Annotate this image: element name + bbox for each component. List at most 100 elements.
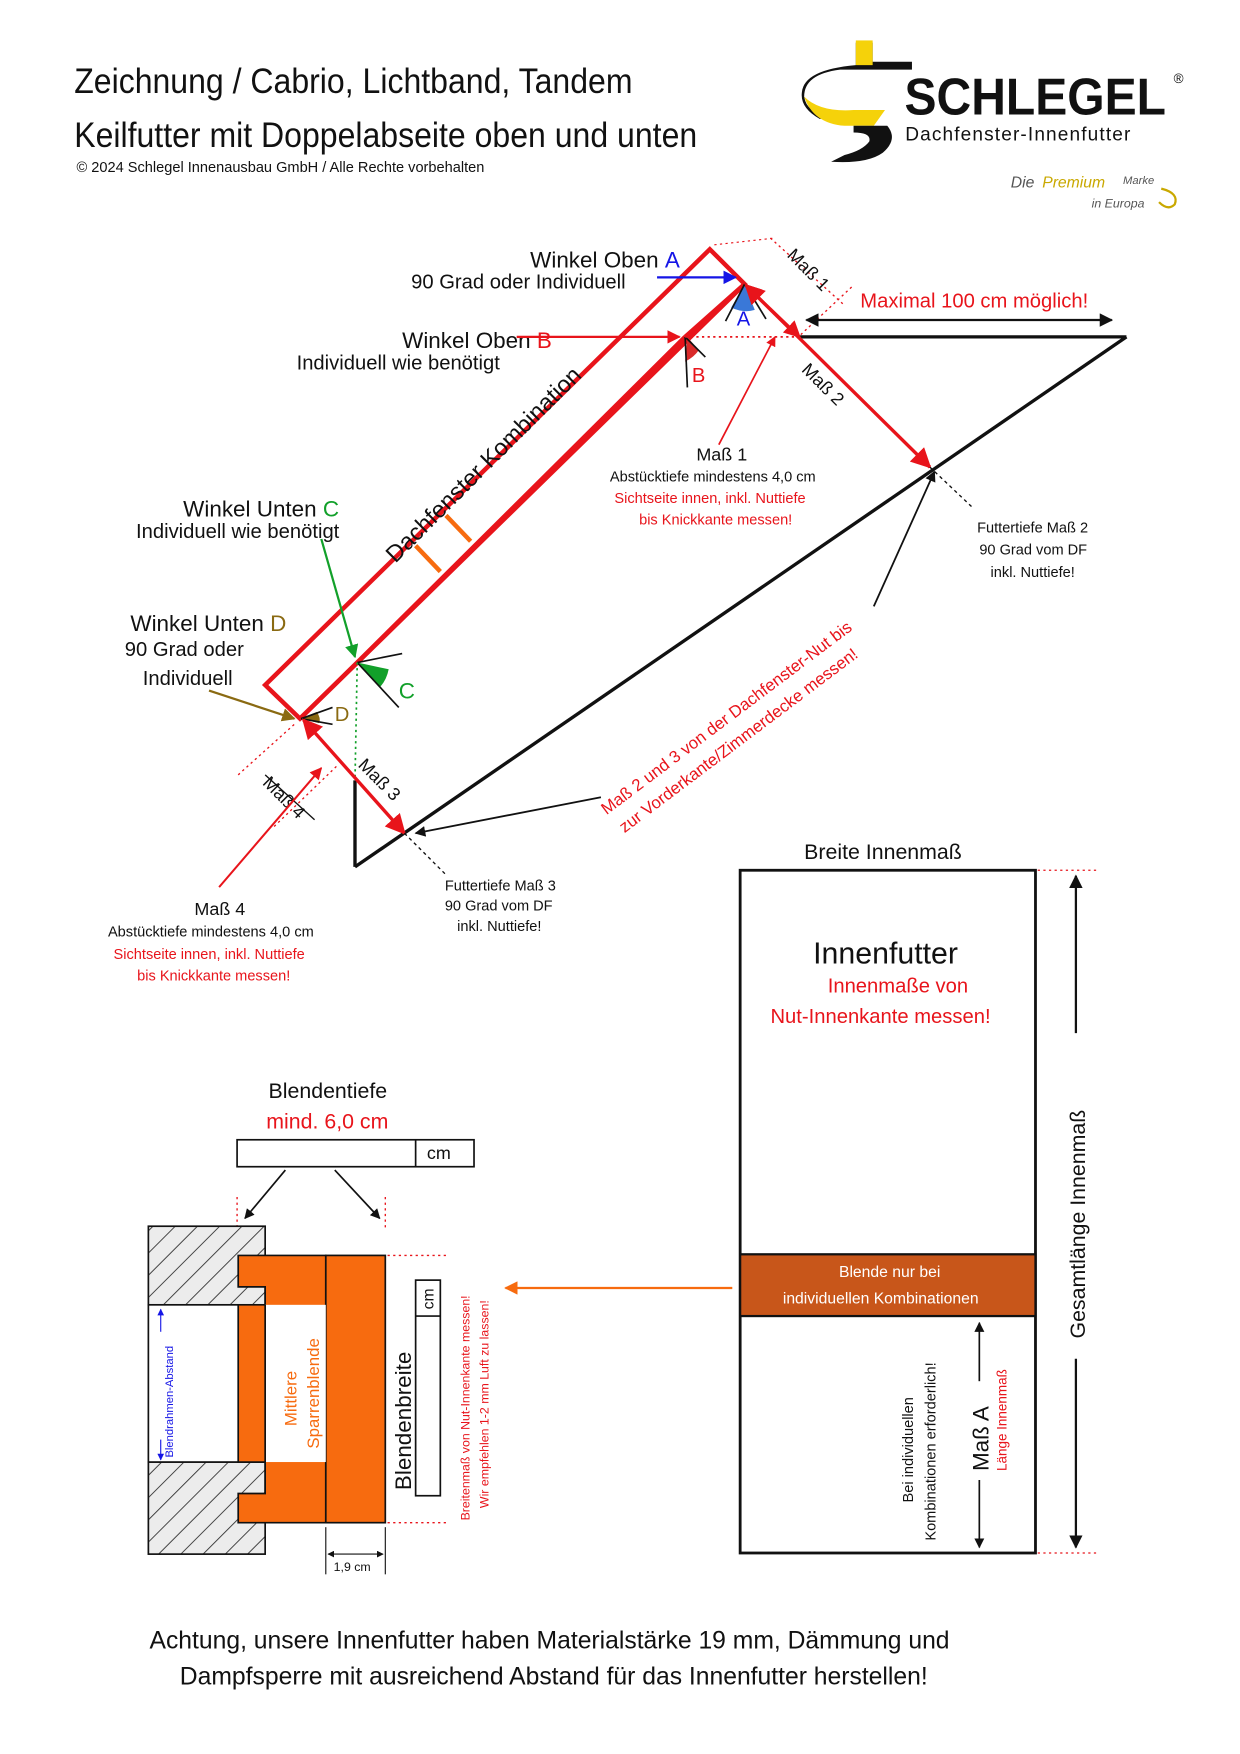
angle-d-letter: D bbox=[335, 704, 350, 726]
mass3-tag: Maß 3 bbox=[354, 755, 404, 805]
futtertiefe3-line3: inkl. Nuttiefe! bbox=[457, 919, 541, 935]
winkel-oben-b-title: Winkel Oben B bbox=[402, 328, 552, 353]
gesamtlaenge-label: Gesamtlänge Innenmaß bbox=[1066, 1110, 1090, 1339]
schlegel-logo: SCHLEGEL ® Dachfenster-Innenfutter Die P… bbox=[801, 40, 1184, 211]
logo-registered: ® bbox=[1174, 71, 1184, 86]
blende-band-line1: Blende nur bei bbox=[839, 1264, 940, 1281]
mittlere-line2: Sparrenblende bbox=[304, 1338, 323, 1448]
futtertiefe2-line1: Futtertiefe Maß 2 bbox=[977, 520, 1088, 536]
blende-band-line2: individuellen Kombinationen bbox=[783, 1291, 979, 1308]
blendentiefe-unit: cm bbox=[427, 1143, 451, 1163]
breiten-note-2: Wir empfehlen 1-2 mm Luft zu lassen! bbox=[478, 1300, 492, 1508]
angle-b-letter: B bbox=[692, 365, 705, 387]
logo-swoosh-top bbox=[801, 42, 912, 120]
logo-tagline: Dachfenster-Innenfutter bbox=[905, 124, 1131, 145]
angle-a-letter: A bbox=[737, 309, 751, 331]
title-line-1: Zeichnung / Cabrio, Lichtband, Tandem bbox=[74, 63, 632, 102]
blendentiefe-arrow-left bbox=[244, 1169, 287, 1220]
blendentiefe-min: mind. 6,0 cm bbox=[266, 1110, 388, 1134]
thickness-label: 1,9 cm bbox=[334, 1560, 371, 1574]
tandem-divider-1 bbox=[414, 544, 442, 574]
mass4-note-title: Maß 4 bbox=[194, 899, 245, 919]
winkel-unten-d-desc1: 90 Grad oder bbox=[125, 639, 244, 661]
futtertiefe3-line2: 90 Grad vom DF bbox=[445, 899, 553, 915]
mass2-arrow bbox=[744, 283, 932, 469]
mass23-note-line2: zur Vorderkante/Zimmerdecke messen! bbox=[615, 644, 861, 836]
angle-c-marker: C bbox=[356, 652, 415, 709]
mass2-extension bbox=[929, 466, 974, 509]
angle-a-marker: A bbox=[724, 283, 767, 331]
logo-swoosh-bottom bbox=[831, 125, 892, 163]
mass4-note-line3: bis Knickkante messen! bbox=[137, 968, 290, 984]
mass4-tag: Maß 4 bbox=[259, 772, 309, 822]
logo-premium-swirl bbox=[1158, 187, 1177, 209]
mass3-arrow bbox=[301, 718, 406, 835]
logo-swoosh-yellow bbox=[804, 96, 886, 126]
mass1-tag: Maß 1 bbox=[783, 245, 833, 295]
mass1-note-title: Maß 1 bbox=[696, 444, 747, 464]
mass4-note-line2: Sichtseite innen, inkl. Nuttiefe bbox=[114, 947, 305, 963]
mass1-note-line3: bis Knickkante messen! bbox=[639, 512, 792, 528]
winkel-unten-d-desc2: Individuell bbox=[143, 668, 233, 690]
blendentiefe-title: Blendentiefe bbox=[269, 1079, 388, 1103]
innenfutter-sub2: Nut-Innenkante messen! bbox=[770, 1006, 990, 1028]
winkel-oben-a-desc: 90 Grad oder Individuell bbox=[411, 272, 626, 294]
innenfutter-panel bbox=[738, 868, 1037, 1555]
innenfutter-sub1: Innenmaße von bbox=[828, 976, 968, 998]
laenge-innenmass: Länge Innenmaß bbox=[994, 1369, 1009, 1471]
c-dotted-line bbox=[354, 662, 359, 781]
logo-premium-die: Die bbox=[1011, 175, 1035, 192]
innenfutter-blende-band bbox=[739, 1253, 1037, 1318]
mass1-note-line1: Abstücktiefe mindestens 4,0 cm bbox=[610, 470, 816, 486]
futtertiefe2-line2: 90 Grad vom DF bbox=[979, 543, 1087, 559]
indiv-line2: Kombinationen erforderlich! bbox=[924, 1362, 940, 1540]
sparrenblende-inner bbox=[265, 1304, 326, 1463]
breiten-note-1: Breitenmaß von Nut-Innenkante messen! bbox=[459, 1295, 473, 1520]
mass23-arrow-to-2 bbox=[872, 470, 936, 607]
mass23-arrow-to-3 bbox=[414, 796, 602, 837]
innenfutter-title: Innenfutter bbox=[813, 937, 958, 970]
arrow-d bbox=[208, 689, 296, 722]
mass4-dimension: Maß 4 bbox=[218, 723, 338, 888]
mass23-note-line1: Maß 2 und 3 von der Dachfenster-Nut bis bbox=[597, 617, 855, 818]
mass2-tag: Maß 2 bbox=[798, 359, 848, 409]
logo-brand: SCHLEGEL bbox=[905, 68, 1166, 126]
frame-inner-edge bbox=[355, 335, 687, 665]
winkel-unten-c-desc: Individuell wie benötigt bbox=[136, 521, 340, 543]
wedge-long-side bbox=[354, 335, 1128, 869]
angle-c-letter: C bbox=[399, 678, 415, 703]
angle-d-marker: D bbox=[300, 704, 350, 726]
logo-premium-marke: Marke bbox=[1123, 175, 1154, 187]
mass1-note-line2: Sichtseite innen, inkl. Nuttiefe bbox=[614, 491, 805, 507]
winkel-oben-a-title: Winkel Oben A bbox=[530, 247, 680, 272]
logo-premium-word: Premium bbox=[1042, 175, 1105, 192]
winkel-oben-b-desc: Individuell wie benötigt bbox=[297, 352, 501, 374]
footer-line2: Dampfsperre mit ausreichend Abstand für … bbox=[180, 1663, 928, 1690]
angle-b-marker: B bbox=[684, 336, 706, 388]
blendentiefe-arrow-right bbox=[334, 1169, 381, 1220]
copyright: © 2024 Schlegel Innenausbau GmbH / Alle … bbox=[77, 160, 485, 176]
footer-line1: Achtung, unsere Innenfutter haben Materi… bbox=[149, 1627, 949, 1654]
winkel-unten-c-title: Winkel Unten C bbox=[183, 497, 339, 522]
blendentiefe-input[interactable] bbox=[236, 1138, 475, 1168]
mittlere-line1: Mittlere bbox=[282, 1371, 301, 1426]
blendenbreite-label: Blendenbreite bbox=[391, 1352, 416, 1490]
mass1-note-arrow bbox=[718, 335, 776, 446]
futtertiefe2-line3: inkl. Nuttiefe! bbox=[991, 565, 1075, 581]
futtertiefe3-line1: Futtertiefe Maß 3 bbox=[445, 878, 556, 894]
max-100-label: Maximal 100 cm möglich! bbox=[860, 291, 1088, 313]
tandem-divider-2 bbox=[444, 513, 473, 543]
indiv-line1: Bei individuellen bbox=[901, 1397, 917, 1502]
blendrahmen-label: Blendrahmen-Abstand bbox=[164, 1346, 176, 1458]
winkel-unten-d-title: Winkel Unten D bbox=[130, 611, 286, 636]
logo-premium-europa: in Europa bbox=[1092, 197, 1145, 211]
mass-a-label: Maß A bbox=[968, 1406, 993, 1471]
sparrenblende-board bbox=[324, 1254, 387, 1524]
arrow-c bbox=[320, 538, 359, 659]
breite-innenmass: Breite Innenmaß bbox=[804, 840, 962, 864]
mass4-note-line1: Abstücktiefe mindestens 4,0 cm bbox=[108, 925, 314, 941]
mass3-extension bbox=[403, 832, 448, 877]
title-line-2: Keilfutter mit Doppelabseite oben und un… bbox=[74, 117, 697, 156]
blendenbreite-input[interactable] bbox=[414, 1279, 442, 1497]
